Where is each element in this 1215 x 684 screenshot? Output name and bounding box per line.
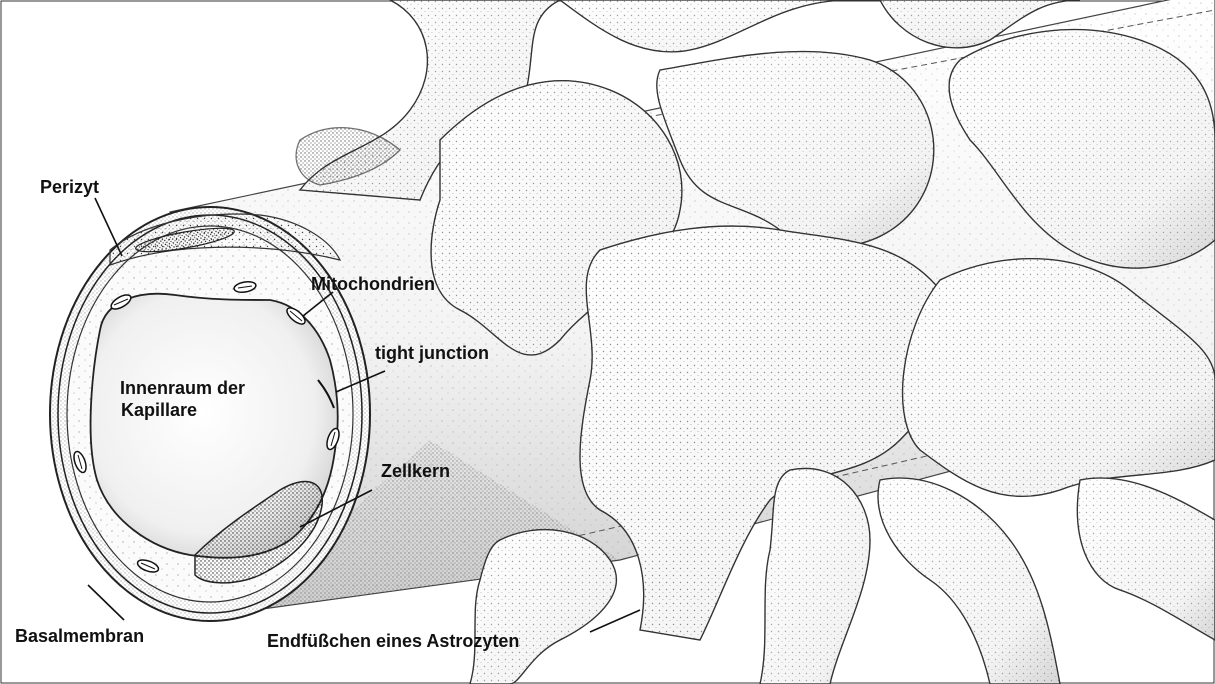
- label-endfuesschen: Endfüßchen eines Astrozyten: [267, 631, 519, 651]
- label-zellkern: Zellkern: [381, 461, 450, 481]
- label-perizyt: Perizyt: [40, 177, 99, 197]
- label-mitochondrien: Mitochondrien: [311, 274, 435, 294]
- label-innenraum-line2: Kapillare: [121, 400, 197, 420]
- label-tight-junction: tight junction: [375, 343, 489, 363]
- capillary-cross-section: [50, 207, 370, 621]
- label-innenraum-line1: Innenraum der: [120, 378, 245, 398]
- label-basalmembran: Basalmembran: [15, 626, 144, 646]
